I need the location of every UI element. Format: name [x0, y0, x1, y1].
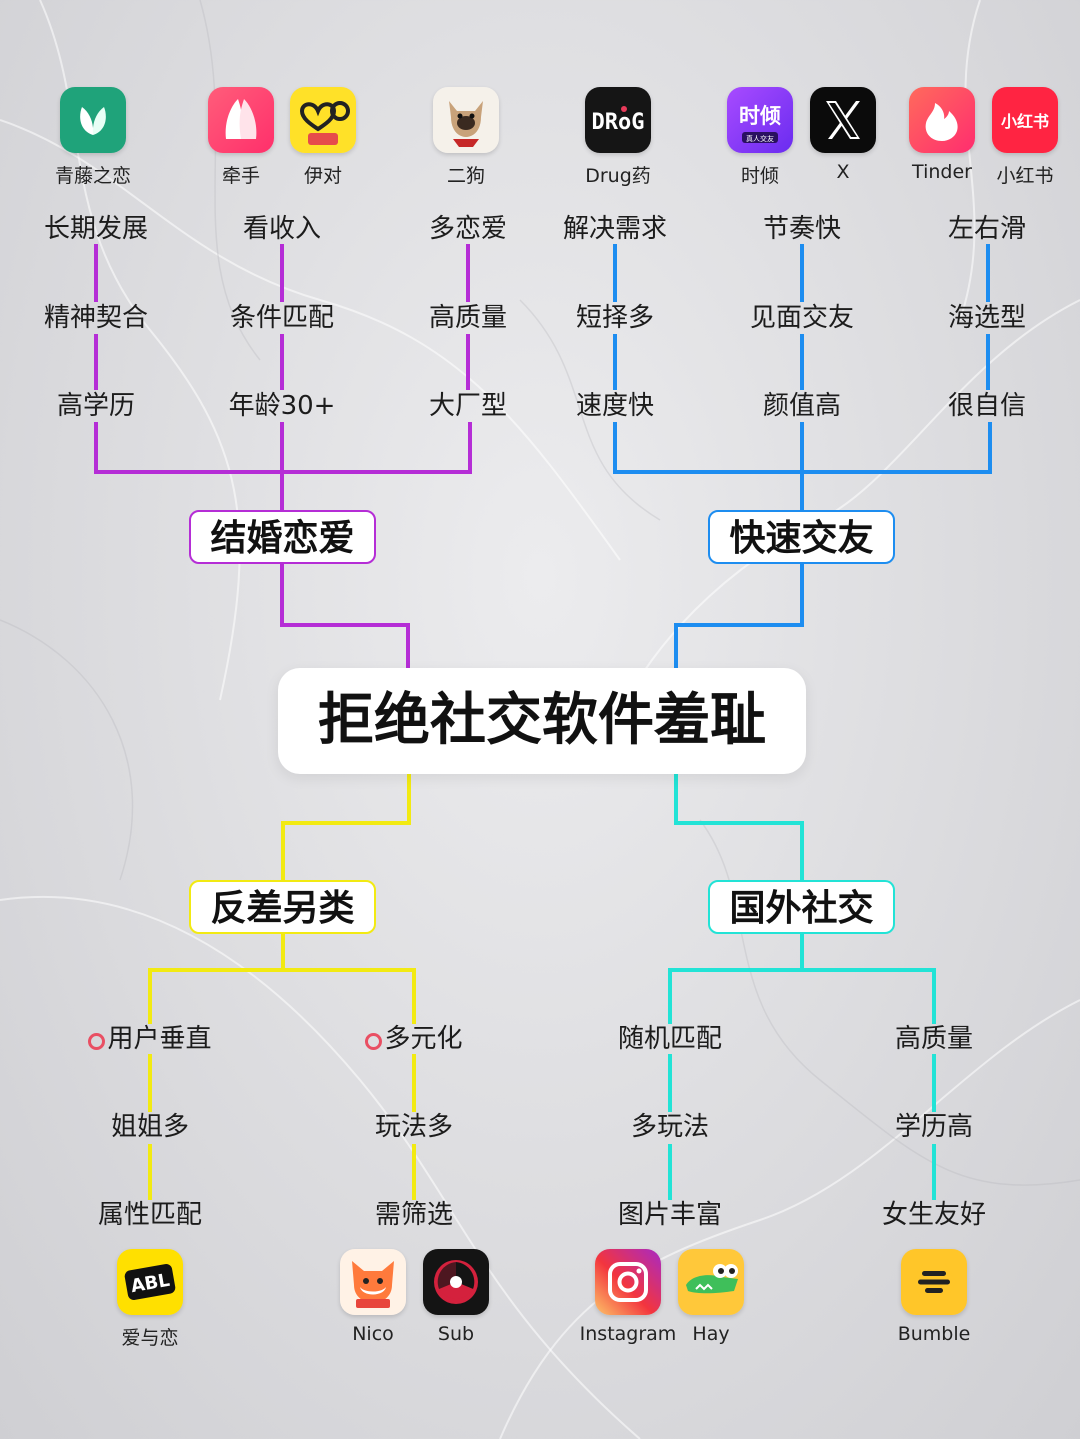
app-name: Drug药 — [585, 165, 651, 187]
hands-app-icon — [208, 87, 274, 153]
foreign-connectors — [668, 772, 936, 1200]
contrast-connectors — [148, 772, 416, 1200]
svg-text:时倾: 时倾 — [739, 104, 781, 128]
app-name: 时倾 — [740, 165, 779, 187]
svg-text:DRoG: DRoG — [592, 110, 645, 135]
app-yidui[interactable]: 伊对 — [268, 87, 378, 188]
circle-icon — [88, 1033, 106, 1050]
app-x[interactable]: X — [788, 87, 898, 183]
feature-label: 高学历 — [56, 391, 135, 421]
feature-text: 用户垂直 — [107, 1024, 212, 1054]
leaf-app-icon — [60, 87, 126, 153]
circle-icon — [365, 1033, 383, 1050]
feature-label: 左右滑 — [947, 214, 1026, 244]
feature-label: 需筛选 — [374, 1200, 453, 1230]
feature-label: 短择多 — [575, 303, 654, 333]
app-name: Bumble — [897, 1323, 971, 1345]
feature-label: 年龄30+ — [228, 391, 336, 421]
feature-label: 随机匹配 — [617, 1024, 722, 1054]
feature-label: 多元化 — [314, 1022, 514, 1056]
category-fast-friends: 快速交友 — [708, 510, 895, 564]
app-name: Sub — [437, 1323, 475, 1345]
feature-label: 多恋爱 — [428, 214, 507, 244]
feature-label: 长期发展 — [43, 214, 148, 244]
feature-label: 很自信 — [947, 391, 1026, 421]
fox-app-icon — [340, 1249, 406, 1315]
app-tinder[interactable]: Tinder — [887, 87, 997, 183]
flame-app-icon — [909, 87, 975, 153]
drug-app-icon: DRoG — [585, 87, 651, 153]
camera-app-icon — [595, 1249, 661, 1315]
app-instagram[interactable]: Instagram — [573, 1249, 683, 1345]
app-drug[interactable]: DRoG Drug药 — [563, 87, 673, 188]
app-name: X — [836, 161, 850, 183]
bumble-app-icon — [901, 1249, 967, 1315]
app-qingteng[interactable]: 青藤之恋 — [38, 87, 148, 188]
main-title: 拒绝社交软件羞耻 — [278, 668, 806, 774]
feature-label: 海选型 — [947, 303, 1026, 333]
app-name: 伊对 — [303, 165, 342, 187]
sub-app-icon — [423, 1249, 489, 1315]
crocodile-app-icon — [678, 1249, 744, 1315]
feature-label: 大厂型 — [428, 391, 507, 421]
xiaohongshu-app-icon: 小红书 — [992, 87, 1058, 153]
app-name: 二狗 — [446, 165, 485, 187]
feature-label: 学历高 — [894, 1112, 973, 1142]
feature-label: 精神契合 — [43, 303, 148, 333]
feature-label: 见面交友 — [749, 303, 854, 333]
feature-label: 多玩法 — [630, 1112, 709, 1142]
svg-text:真人交友: 真人交友 — [746, 134, 774, 143]
app-qianshou[interactable]: 牵手 — [186, 87, 296, 188]
app-aiyulian[interactable]: ABL 爱与恋 — [95, 1249, 205, 1350]
feature-label: 解决需求 — [562, 214, 667, 244]
feature-label: 姐姐多 — [110, 1112, 189, 1142]
fast-connectors — [613, 244, 992, 670]
app-name: 爱与恋 — [121, 1327, 179, 1349]
feature-label: 用户垂直 — [50, 1022, 250, 1056]
x-app-icon — [810, 87, 876, 153]
app-name: Hay — [692, 1323, 730, 1345]
app-ergou[interactable]: 二狗 — [411, 87, 521, 188]
dog-app-icon — [433, 87, 499, 153]
app-hay[interactable]: Hay — [656, 1249, 766, 1345]
app-name: 青藤之恋 — [54, 165, 131, 187]
app-name: Nico — [352, 1323, 394, 1345]
feature-label: 看收入 — [242, 214, 321, 244]
app-sub[interactable]: Sub — [401, 1249, 511, 1345]
feature-label: 玩法多 — [374, 1112, 453, 1142]
feature-label: 图片丰富 — [617, 1200, 722, 1230]
app-name: Tinder — [912, 161, 972, 183]
feature-label: 速度快 — [575, 391, 654, 421]
category-marriage: 结婚恋爱 — [189, 510, 376, 564]
feature-text: 多元化 — [384, 1024, 463, 1054]
feature-label: 女生友好 — [881, 1200, 986, 1230]
app-bumble[interactable]: Bumble — [879, 1249, 989, 1345]
app-name: 牵手 — [221, 165, 260, 187]
feature-label: 高质量 — [428, 303, 507, 333]
app-nico[interactable]: Nico — [318, 1249, 428, 1345]
feature-label: 属性匹配 — [97, 1200, 202, 1230]
category-contrast: 反差另类 — [189, 880, 376, 934]
app-shiqing[interactable]: 时倾 真人交友 时倾 — [705, 87, 815, 188]
abl-app-icon: ABL — [117, 1249, 183, 1315]
app-name: 小红书 — [996, 165, 1054, 187]
app-name: Instagram — [579, 1323, 677, 1345]
app-xiaohongshu[interactable]: 小红书 小红书 — [970, 87, 1080, 188]
category-foreign: 国外社交 — [708, 880, 895, 934]
feature-label: 条件匹配 — [229, 303, 334, 333]
feature-label: 节奏快 — [762, 214, 841, 244]
feature-label: 高质量 — [894, 1024, 973, 1054]
feature-label: 颜值高 — [762, 391, 841, 421]
svg-text:小红书: 小红书 — [1001, 112, 1049, 131]
heart-glasses-app-icon — [290, 87, 356, 153]
shiqing-app-icon: 时倾 真人交友 — [727, 87, 793, 153]
marriage-connectors — [94, 244, 472, 670]
